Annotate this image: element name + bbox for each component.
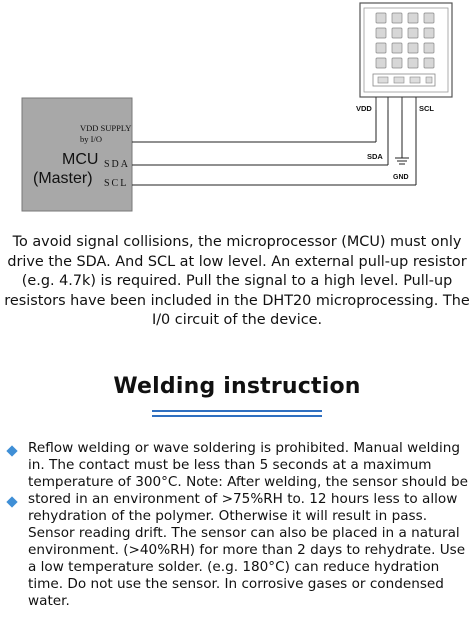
dht20-sensor — [359, 2, 453, 110]
mcu-title: MCU — [62, 151, 98, 168]
ground-symbol — [395, 157, 409, 165]
vdd-supply-label: VDD SUPPLY — [80, 123, 131, 133]
bus-wires — [132, 110, 417, 186]
mcu-box — [21, 97, 133, 212]
mcu-sda-label: SDA — [104, 159, 130, 170]
vdd-supply-label-2: by I/O — [80, 134, 102, 144]
pin-vdd-label: VDD — [356, 104, 372, 113]
mcu-scl-label: SCL — [104, 178, 128, 189]
pin-gnd-label: GND — [393, 174, 409, 181]
intro-paragraph: To avoid signal collisions, the micropro… — [4, 234, 470, 328]
welding-heading: Welding instruction — [113, 374, 361, 399]
wiring-diagram: MCU (Master) VDD SUPPLY by I/O SDA SCL V… — [21, 2, 453, 212]
mcu-subtitle: (Master) — [33, 170, 93, 187]
bullet-diamond-icon-2 — [6, 496, 18, 508]
bus-sda-label: SDA — [367, 152, 383, 161]
heading-underline-2 — [152, 415, 322, 417]
welding-body-text: Reflow welding or wave soldering is proh… — [28, 440, 469, 609]
heading-underline — [152, 410, 322, 412]
pin-scl-label: SCL — [419, 104, 434, 113]
bullet-diamond-icon — [6, 445, 18, 457]
